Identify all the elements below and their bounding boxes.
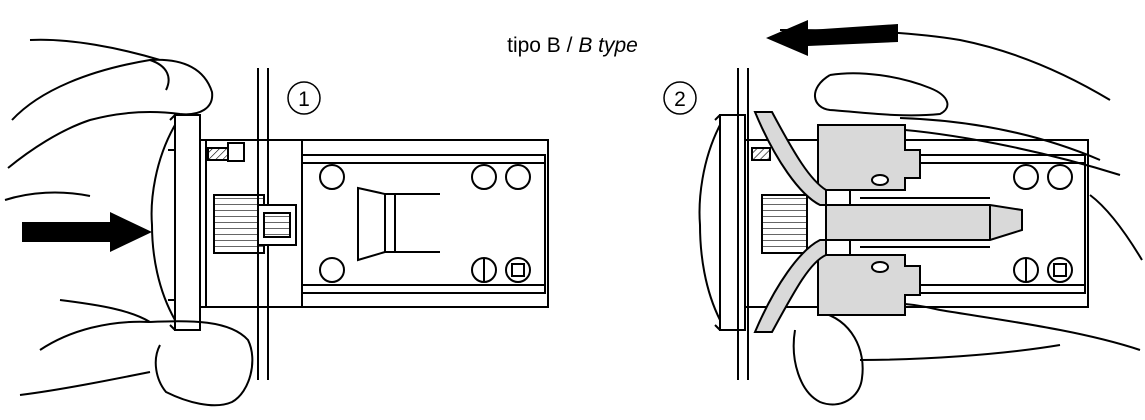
step-2-marker: 2 — [663, 81, 697, 115]
hand-top-right — [779, 29, 1121, 176]
hand-bottom-right — [792, 301, 1141, 406]
switch-body-right — [744, 139, 1089, 308]
removal-tool — [753, 111, 1023, 333]
step-2-number: 2 — [674, 88, 686, 111]
switch-body-left — [199, 139, 549, 308]
push-arrow-icon — [22, 212, 152, 252]
hand-bottom-left — [19, 299, 254, 407]
step-1-marker: 1 — [287, 81, 321, 115]
bezel-lens-right — [698, 114, 746, 331]
hand-top-left — [7, 38, 214, 169]
step-1-number: 1 — [298, 88, 310, 111]
title-italian: tipo B / — [507, 34, 573, 57]
bezel-lens-left — [150, 114, 201, 331]
step-1-assembly — [4, 38, 549, 407]
panel-wall-right — [737, 68, 749, 380]
title-english: B type — [578, 34, 638, 57]
diagram-title: tipo B / B type — [0, 34, 1145, 58]
pull-arrow-icon — [766, 20, 898, 56]
